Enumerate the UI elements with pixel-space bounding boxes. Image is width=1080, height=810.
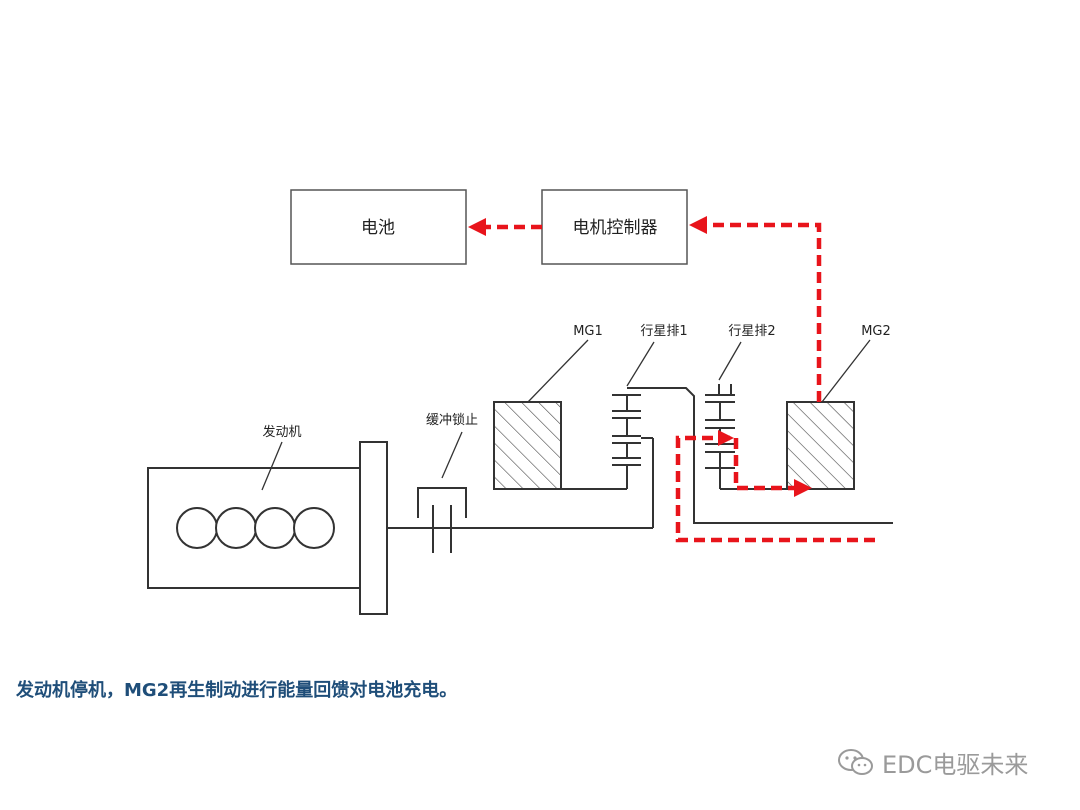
planetary1-leader xyxy=(626,341,655,387)
planetary2-label: 行星排2 xyxy=(728,324,775,339)
damper-lock-label: 缓冲锁止 xyxy=(426,412,478,428)
engine-leader xyxy=(261,441,283,491)
arrowhead-to-mg2 xyxy=(794,479,812,497)
damper-leader xyxy=(441,431,463,479)
arrowhead-into-planetary2 xyxy=(718,430,734,446)
planetary2-leader xyxy=(718,341,742,381)
planetary1-label: 行星排1 xyxy=(640,324,687,339)
engine-cylinder xyxy=(254,507,296,549)
mg1-label: MG1 xyxy=(573,324,603,339)
planetary-set-1 xyxy=(612,387,893,528)
arrowhead-to-battery xyxy=(468,218,486,236)
motor-controller-label: 电机控制器 xyxy=(573,218,658,238)
damper-lockup xyxy=(417,487,467,553)
flow-output-to-mg2 xyxy=(675,435,875,543)
arrowhead-to-controller xyxy=(689,216,707,234)
engine-cylinder xyxy=(293,507,335,549)
battery-label: 电池 xyxy=(361,218,395,238)
mg1-leader xyxy=(527,339,589,403)
mg1-motor xyxy=(493,401,562,490)
motor-controller-box: 电机控制器 xyxy=(541,189,688,265)
engine-cylinder xyxy=(215,507,257,549)
flywheel xyxy=(359,441,388,615)
mg2-label: MG2 xyxy=(861,324,891,339)
mg2-leader xyxy=(821,339,871,403)
wechat-icon xyxy=(838,748,873,775)
watermark: EDC电驱未来 xyxy=(836,745,1028,780)
planetary-set-2 xyxy=(705,384,787,490)
engine-cylinder xyxy=(176,507,218,549)
watermark-text: EDC电驱未来 xyxy=(882,751,1029,779)
mg2-motor xyxy=(786,401,855,490)
battery-box: 电池 xyxy=(290,189,467,265)
engine xyxy=(147,467,361,589)
engine-label: 发动机 xyxy=(262,424,301,440)
flow-mg2-to-controller xyxy=(705,222,822,402)
caption: 发动机停机，MG2再生制动进行能量回馈对电池充电。 xyxy=(16,680,458,701)
